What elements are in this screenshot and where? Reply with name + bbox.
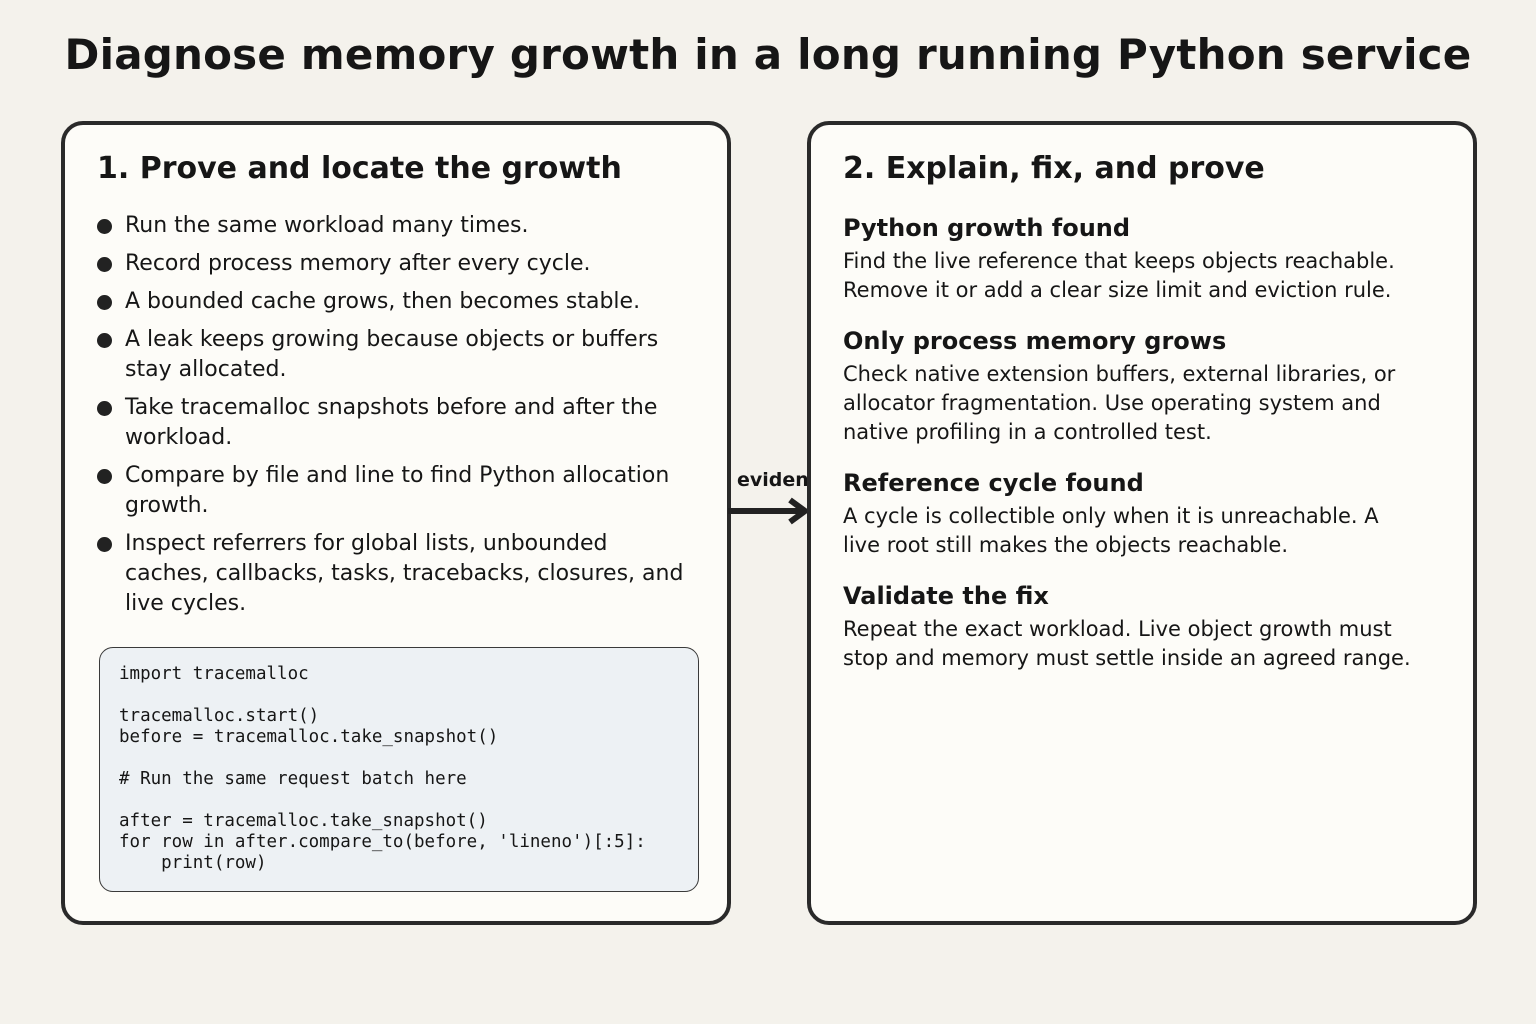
bullet-dot-icon [97,469,112,484]
locate-growth-heading: 1. Prove and locate the growth [97,151,622,186]
diagnosis-section: Only process memory grows Check native e… [843,326,1413,447]
diagnosis-section: Reference cycle found A cycle is collect… [843,468,1413,560]
arrow-head-icon [788,497,811,525]
tracemalloc-code-block: import tracemalloc tracemalloc.start() b… [99,647,699,892]
diagnosis-section: Validate the fix Repeat the exact worklo… [843,581,1413,673]
explain-fix-heading: 2. Explain, fix, and prove [843,151,1265,186]
bullet-dot-icon [97,401,112,416]
bullet-dot-icon [97,257,112,272]
step-item: Compare by file and line to find Python … [97,461,697,521]
bullet-dot-icon [97,219,112,234]
step-text: A leak keeps growing because objects or … [125,327,659,382]
step-item: Inspect referrers for global lists, unbo… [97,529,697,619]
step-item: Run the same workload many times. [97,211,697,241]
step-item: Record process memory after every cycle. [97,249,697,279]
section-title: Only process memory grows [843,327,1227,355]
section-body: Find the live reference that keeps objec… [843,249,1395,302]
evidence-connector: evidence [728,469,833,525]
locate-growth-panel: 1. Prove and locate the growth Run the s… [61,121,731,925]
section-body: Repeat the exact workload. Live object g… [843,617,1411,670]
section-title: Python growth found [843,214,1131,242]
step-text: A bounded cache grows, then becomes stab… [125,289,641,314]
bullet-dot-icon [97,333,112,348]
section-body: Check native extension buffers, external… [843,362,1396,444]
section-body: A cycle is collectible only when it is u… [843,504,1379,557]
section-title: Validate the fix [843,582,1049,610]
bullet-dot-icon [97,537,112,552]
step-text: Compare by file and line to find Python … [125,463,670,518]
step-text: Run the same workload many times. [125,213,529,238]
diagnosis-sections: Python growth found Find the live refere… [843,213,1413,694]
step-item: A leak keeps growing because objects or … [97,325,697,385]
step-item: A bounded cache grows, then becomes stab… [97,287,697,317]
diagnosis-section: Python growth found Find the live refere… [843,213,1413,305]
section-title: Reference cycle found [843,469,1144,497]
step-text: Inspect referrers for global lists, unbo… [125,531,684,616]
step-list: Run the same workload many times. Record… [97,211,697,627]
step-text: Record process memory after every cycle. [125,251,591,276]
step-text: Take tracemalloc snapshots before and af… [125,395,658,450]
step-item: Take tracemalloc snapshots before and af… [97,393,697,453]
explain-fix-panel: 2. Explain, fix, and prove Python growth… [807,121,1477,925]
page-title: Diagnose memory growth in a long running… [64,30,1472,79]
bullet-dot-icon [97,295,112,310]
